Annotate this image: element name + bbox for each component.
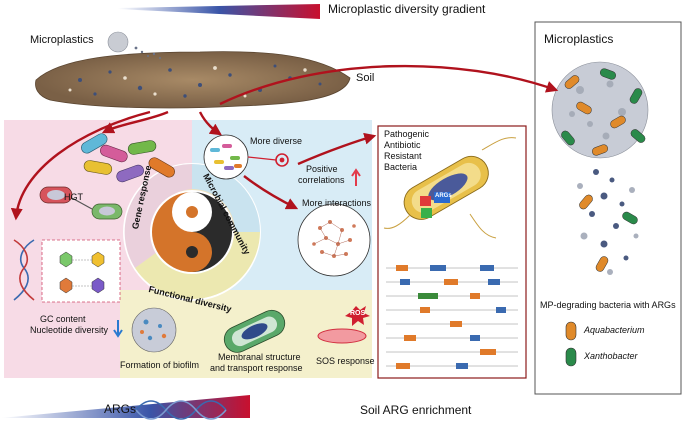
pathogen-line-4: Bacteria (384, 162, 418, 172)
args-label: ARGs (104, 402, 137, 416)
pathogen-line-1: Pathogenic (384, 129, 430, 139)
arrow-to-gene-panel (10, 110, 151, 221)
dna-helix (13, 239, 35, 301)
arrow-to-pathogen (297, 132, 377, 166)
falling-particles-light (577, 183, 639, 275)
soil-particles-light (68, 66, 307, 98)
nucleotide-diversity-label: Nucleotide diversity (30, 325, 109, 335)
more-diverse-label: More diverse (250, 136, 303, 146)
args-tag-label: ARGs (435, 193, 452, 199)
sos-bacterium (317, 328, 367, 344)
increase-arrow (351, 168, 361, 186)
arrow-to-right-panel (219, 64, 559, 106)
nucleotide-box (41, 239, 121, 303)
soil-label: Soil (356, 72, 375, 84)
flow-arrows (10, 64, 559, 221)
positive-correlations-label-1: Positive (306, 164, 338, 174)
bottom-gradient-wedge (0, 395, 250, 418)
right-panel-caption: MP-degrading bacteria with ARGs (540, 300, 676, 310)
legend-icon-xanthobacter (565, 347, 577, 367)
pathogen-line-3: Resistant (384, 151, 422, 161)
bacteria-cluster (81, 133, 175, 183)
decrease-arrow (113, 320, 123, 338)
arrow-to-interactions (243, 175, 299, 210)
gc-content-label: GC content (40, 314, 86, 324)
arrow-to-bacteria (101, 110, 169, 134)
more-interactions-label: More interactions (302, 198, 372, 208)
sos-label: SOS response (316, 356, 375, 366)
mp-bacteria (561, 68, 646, 156)
soil-particles (78, 64, 322, 98)
microplastic-sphere (107, 31, 129, 53)
diverse-microbes (210, 144, 242, 170)
arrow-to-community (198, 111, 222, 136)
legend-icon-aquabacterium (565, 321, 577, 341)
biofilm-sphere (131, 307, 177, 353)
mp-texture (569, 80, 626, 140)
gene-arrows (396, 265, 506, 369)
positive-correlations-label-2: correlations (298, 175, 345, 185)
flagella (383, 137, 517, 239)
right-panel-title: Microplastics (544, 32, 614, 46)
pathogen-line-2: Antibiotic (384, 140, 421, 150)
membrane-bacterium (223, 309, 286, 353)
center-wheel (123, 163, 261, 301)
network-edges (313, 221, 351, 257)
ros-starburst (345, 306, 370, 326)
args-tag (434, 192, 450, 203)
interaction-circle (297, 203, 371, 277)
hgt-bacteria (39, 186, 123, 220)
top-gradient-label: Microplastic diversity gradient (328, 2, 486, 16)
biofilm-label: Formation of biofilm (120, 360, 200, 370)
falling-particles (589, 169, 629, 261)
nucleotide-shapes (59, 251, 105, 294)
hgt-label: HGT (64, 192, 83, 202)
legend-label-xanthobacter: Xanthobacter (584, 351, 638, 361)
microplastic-particle (551, 61, 649, 159)
membranal-label-1: Membranal structure (218, 352, 301, 362)
falling-bacteria (579, 194, 638, 272)
microplastics-label: Microplastics (30, 34, 94, 46)
top-gradient-wedge (118, 4, 320, 19)
soil-mound (35, 51, 351, 109)
args-dna-helix (135, 400, 227, 420)
bottom-gradient-label: Soil ARG enrichment (360, 403, 472, 417)
membranal-label-2: and transport response (210, 363, 303, 373)
ros-label: ROS (350, 310, 366, 317)
legend-label-aquabacterium: Aquabacterium (584, 325, 645, 335)
